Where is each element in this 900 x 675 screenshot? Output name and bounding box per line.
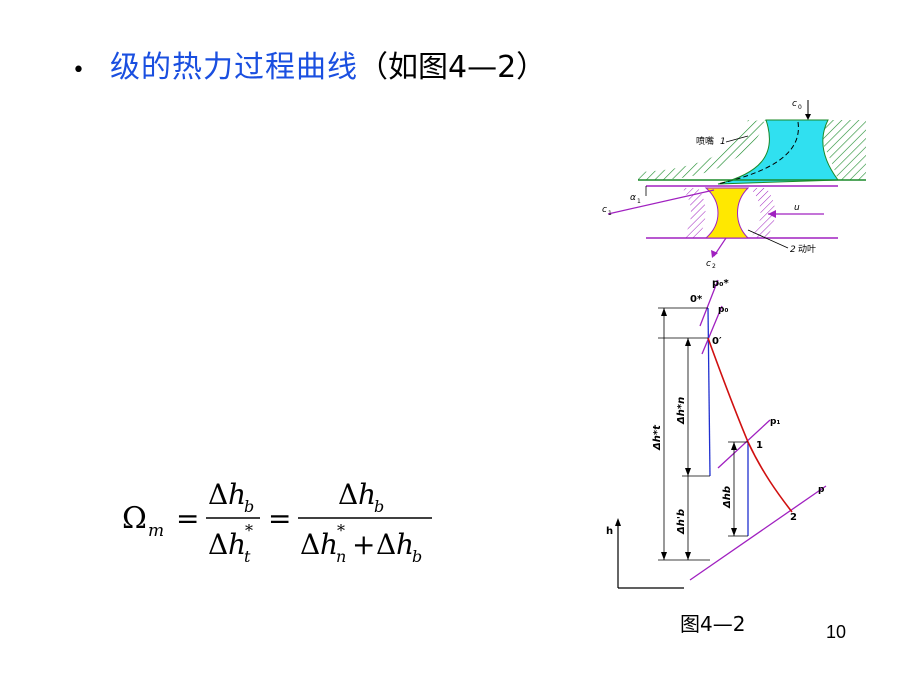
frac2-den-h1: h <box>320 528 338 561</box>
frac2-den-plus: + <box>352 528 375 561</box>
h-axis-arrow <box>615 518 621 526</box>
isobar-p0-star <box>699 279 719 327</box>
point-0-star: 0* <box>690 294 703 305</box>
arrow-dhb2-bottom <box>685 552 691 560</box>
c1-label: c <box>602 205 607 215</box>
arrow-dht-top <box>661 308 667 316</box>
blade-passage <box>704 187 750 239</box>
isentrope-nozzle <box>707 307 711 477</box>
frac2-num-sub: b <box>374 497 384 516</box>
c0-sub: 0 <box>798 104 802 111</box>
frac2-den-delta2: Δ <box>376 528 396 561</box>
frac2-num-delta: Δ <box>338 478 358 511</box>
p0-star-label: p₀* <box>712 278 730 289</box>
nozzle-label: 喷嘴 <box>696 136 714 147</box>
frac1-num-delta: Δ <box>208 478 228 511</box>
u-arrow-head <box>768 210 776 218</box>
slide-title-line: • 级的热力过程曲线 （如图4—2） <box>72 42 546 86</box>
frac1-num-sub: b <box>244 497 254 516</box>
p0-label: p₀ <box>718 305 728 315</box>
slide-title-main: 级的热力过程曲线 <box>110 50 358 85</box>
hs-process-diagram: h p₀* p₀ p₁ p 0* 0′ 1 2 Δh*t Δh*n Δh'b Δ… <box>606 278 827 589</box>
blade-number: 2 <box>790 245 796 255</box>
frac2-den-sub1: n <box>336 547 346 566</box>
frac1-num-h: h <box>228 478 246 511</box>
nozzle-wall-left <box>638 120 766 180</box>
p-label: p <box>818 485 825 495</box>
c2-arrow-head <box>711 250 718 258</box>
isobar-p0 <box>701 305 723 355</box>
frac2-den-delta1: Δ <box>300 528 320 561</box>
isobar-p1 <box>717 419 771 469</box>
arrow-dhb-bottom <box>731 528 737 536</box>
stage-cascade-diagram: c 0 喷嘴 1 c 1 α 1 u c 2 2 动叶 <box>602 99 866 268</box>
label-dh-n: Δh*n <box>676 397 687 425</box>
label-dh-t: Δh*t <box>652 424 663 451</box>
arrow-dhb-top <box>731 442 737 450</box>
formula-omega-sub: m <box>148 521 164 541</box>
arrow-dhn-top <box>685 338 691 346</box>
point-2: 2 <box>790 512 797 523</box>
frac1-den-sub: t <box>244 547 251 566</box>
blade-right <box>750 188 775 238</box>
c2-label: c <box>706 259 711 268</box>
frac2-den-h2: h <box>396 528 414 561</box>
frac1-den-h: h <box>228 528 246 561</box>
formula-eq-1: = <box>176 502 199 535</box>
bullet-dot: • <box>72 58 85 83</box>
nozzle-passage <box>717 119 839 185</box>
nozzle-streamline <box>717 121 799 185</box>
blade-leader <box>747 229 789 249</box>
c0-arrow-head <box>805 114 811 120</box>
frac2-den-sub2: b <box>412 547 422 566</box>
figure-caption: 图4—2 <box>680 612 746 636</box>
point-1: 1 <box>756 440 763 451</box>
reaction-degree-formula: Ω m = Δ h b Δ h * t = Δ h b Δ h * n + Δ … <box>122 478 432 566</box>
frac2-den-star: * <box>337 521 345 540</box>
arrow-dhn-bottom <box>685 468 691 476</box>
p1-label: p₁ <box>770 417 780 427</box>
h-axis-label: h <box>606 526 613 537</box>
label-dh-b2: Δh'b <box>676 509 687 535</box>
point-0-prime: 0′ <box>712 336 722 347</box>
c2-sub: 2 <box>712 263 716 268</box>
c1-sub: 1 <box>608 210 612 217</box>
arrow-dht-bottom <box>661 552 667 560</box>
frac2-num-h: h <box>358 478 376 511</box>
u-label: u <box>794 203 800 213</box>
nozzle-leader <box>725 135 749 143</box>
formula-omega: Ω <box>122 501 147 536</box>
nozzle-wall-right <box>748 120 866 180</box>
nozzle-number: 1 <box>720 137 726 147</box>
isobar-p <box>689 485 827 581</box>
c0-label: c <box>792 99 797 109</box>
frac1-den-star: * <box>245 521 253 540</box>
blade-left <box>682 188 706 238</box>
alpha-sub: 1 <box>637 198 641 205</box>
c1-vector <box>607 189 715 215</box>
label-dh-b: Δhb <box>722 486 733 509</box>
frac1-den-delta: Δ <box>208 528 228 561</box>
blade-label: 动叶 <box>798 244 816 255</box>
slide-title-ref: （如图4—2） <box>358 50 547 85</box>
formula-eq-2: = <box>268 502 291 535</box>
page-number: 10 <box>826 622 847 642</box>
alpha-label: α <box>630 193 636 203</box>
